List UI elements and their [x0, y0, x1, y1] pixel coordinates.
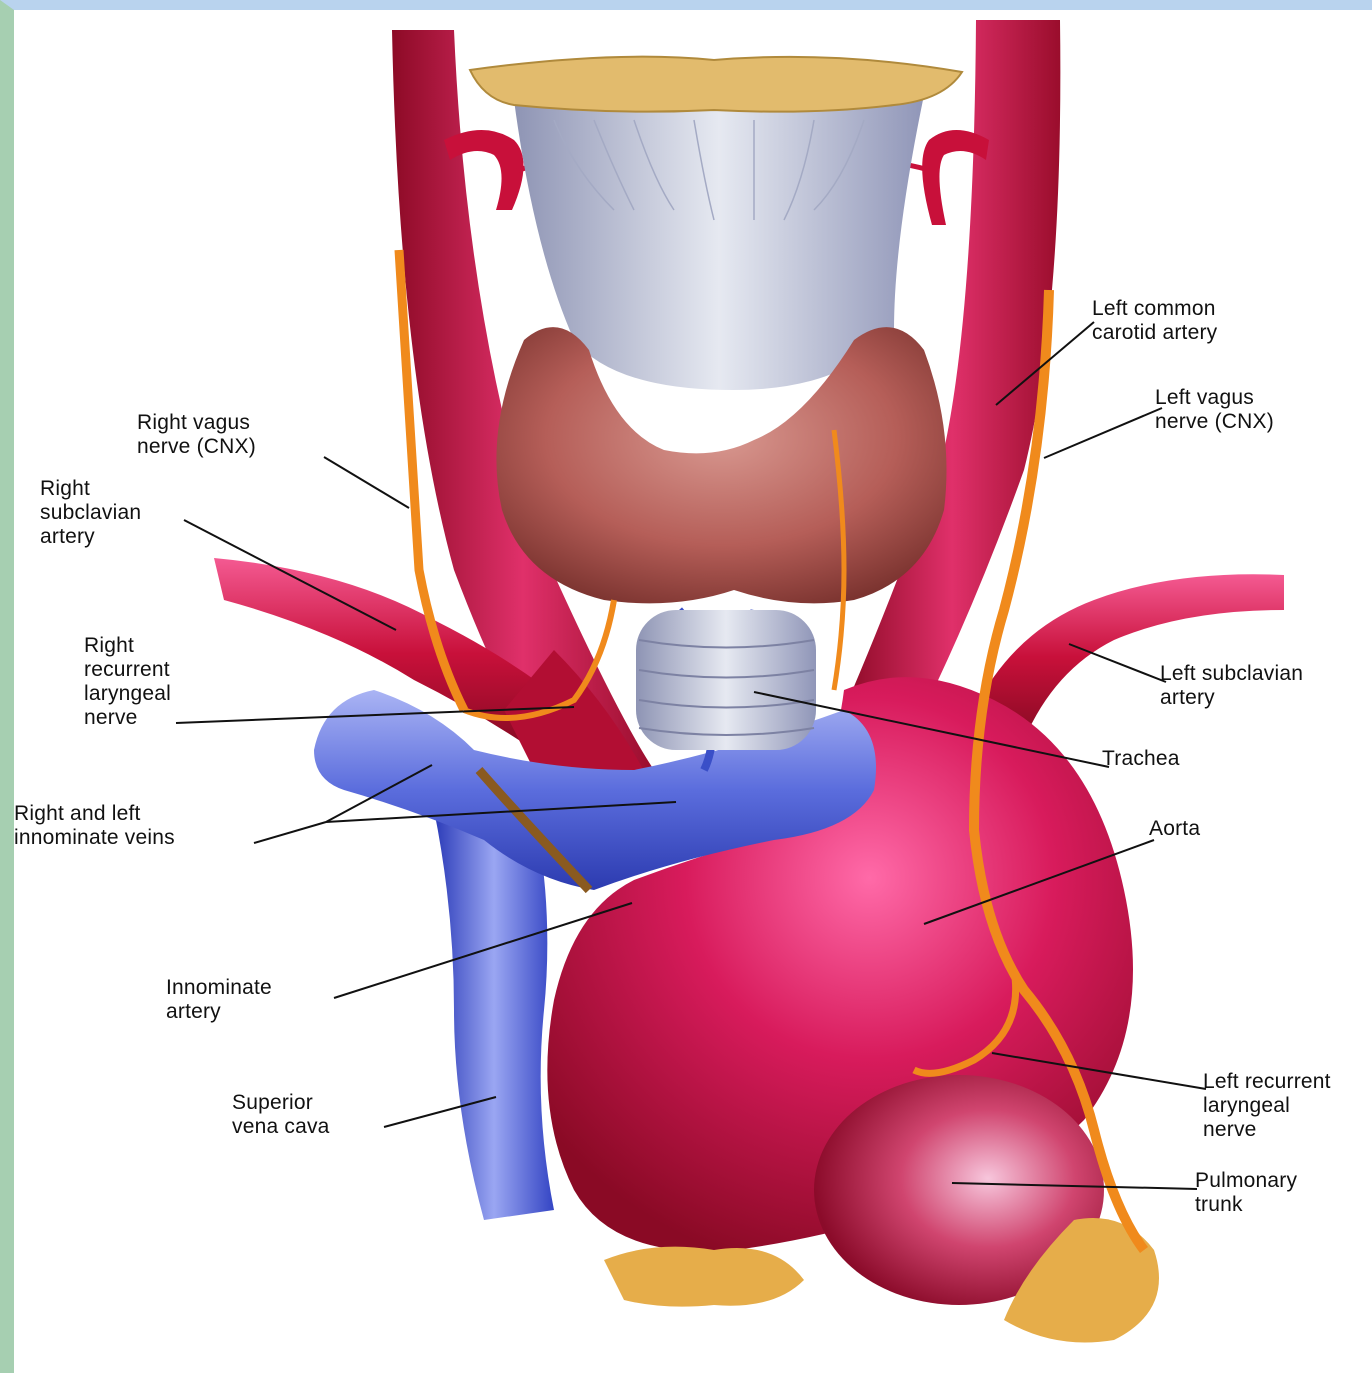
label-line: nerve (CNX)	[137, 435, 256, 459]
label-pulmonary-trunk: Pulmonary trunk	[1195, 1169, 1297, 1217]
label-left-common-carotid-artery: Left common carotid artery	[1092, 297, 1217, 345]
label-right-recurrent-laryngeal-nerve: Right recurrent laryngeal nerve	[84, 634, 171, 730]
label-line: Aorta	[1149, 817, 1200, 841]
label-line: vena cava	[232, 1115, 330, 1139]
label-line: Left subclavian	[1160, 662, 1303, 686]
label-line: Right	[40, 477, 141, 501]
label-line: Left recurrent	[1203, 1070, 1331, 1094]
label-line: nerve (CNX)	[1155, 410, 1274, 434]
hyoid-bone-shape	[470, 57, 962, 112]
label-line: carotid artery	[1092, 321, 1217, 345]
label-line: Right	[84, 634, 171, 658]
label-line: artery	[166, 1000, 272, 1024]
label-left-vagus-nerve: Left vagus nerve (CNX)	[1155, 386, 1274, 434]
label-line: Superior	[232, 1091, 330, 1115]
label-line: subclavian	[40, 501, 141, 525]
label-line: nerve	[1203, 1118, 1331, 1142]
label-line: artery	[40, 525, 141, 549]
label-right-vagus-nerve: Right vagus nerve (CNX)	[137, 411, 256, 459]
label-line: recurrent	[84, 658, 171, 682]
label-line: trunk	[1195, 1193, 1297, 1217]
label-line: Left vagus	[1155, 386, 1274, 410]
label-aorta: Aorta	[1149, 817, 1200, 841]
label-line: artery	[1160, 686, 1303, 710]
label-innominate-artery: Innominate artery	[166, 976, 272, 1024]
label-line: Right and left	[14, 802, 175, 826]
label-left-recurrent-laryngeal-nerve: Left recurrent laryngeal nerve	[1203, 1070, 1331, 1142]
label-innominate-veins: Right and left innominate veins	[14, 802, 175, 850]
label-line: Trachea	[1102, 747, 1180, 771]
label-trachea: Trachea	[1102, 747, 1180, 771]
label-line: Pulmonary	[1195, 1169, 1297, 1193]
left-subclavian-artery-shape	[974, 574, 1284, 740]
label-right-subclavian-artery: Right subclavian artery	[40, 477, 141, 549]
label-line: innominate veins	[14, 826, 175, 850]
label-line: Left common	[1092, 297, 1217, 321]
label-line: Right vagus	[137, 411, 256, 435]
trachea-shape	[636, 610, 816, 750]
label-line: laryngeal	[1203, 1094, 1331, 1118]
label-line: Innominate	[166, 976, 272, 1000]
label-line: laryngeal	[84, 682, 171, 706]
label-left-subclavian-artery: Left subclavian artery	[1160, 662, 1303, 710]
base-fat-left	[604, 1247, 804, 1307]
label-line: nerve	[84, 706, 171, 730]
label-superior-vena-cava: Superior vena cava	[232, 1091, 330, 1139]
